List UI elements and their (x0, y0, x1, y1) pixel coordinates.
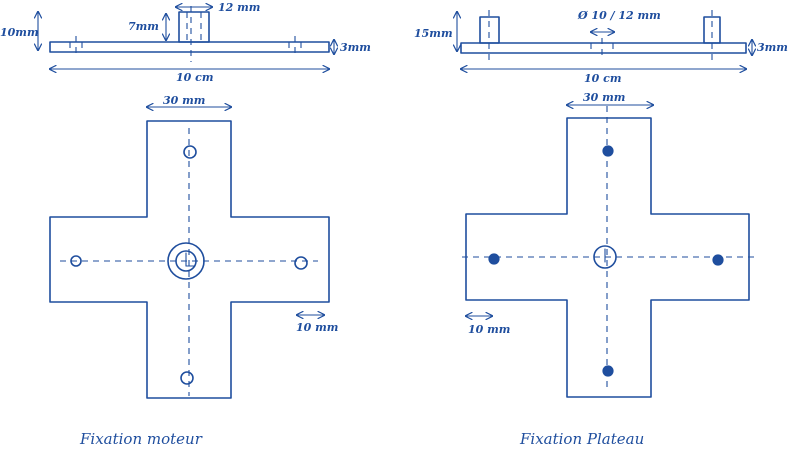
left-edge-offset-label: 10 mm (296, 321, 338, 334)
right-caption: Fixation Plateau (519, 430, 644, 448)
left-thickness-label: 3mm (340, 41, 371, 54)
right-edge-offset-label: 10 mm (468, 323, 510, 336)
left-motor-post (178, 11, 210, 43)
right-post-right (703, 16, 721, 44)
left-side-plate (49, 41, 330, 53)
left-height-label: 10mm (0, 26, 39, 39)
left-hole-left (70, 255, 82, 267)
right-side-plate (460, 42, 747, 54)
right-hole-right (712, 254, 724, 266)
right-arm-width-label: 30 mm (583, 91, 625, 104)
right-center-hole (593, 245, 617, 269)
left-arm-width-label: 30 mm (163, 94, 205, 107)
left-length-label: 10 cm (176, 71, 213, 84)
left-center-boss (167, 242, 205, 280)
left-side-view: 10mm 7mm 12 mm 3mm 10 cm (0, 1, 371, 84)
left-post-height-label: 7mm (128, 20, 159, 33)
right-side-view: 15mm Ø 10 / 12 mm 3mm 10 cm (414, 9, 788, 85)
left-post-width-label: 12 mm (218, 1, 260, 14)
right-hole-bottom (602, 365, 614, 377)
right-top-view: 30 mm 10 mm (462, 91, 756, 398)
right-thickness-label: 3mm (757, 41, 788, 54)
right-length-label: 10 cm (584, 72, 621, 85)
left-hole-right (294, 256, 308, 270)
left-top-view: 30 mm 10 mm (49, 94, 338, 399)
right-height-label: 15mm (414, 27, 453, 40)
right-post-left (479, 16, 500, 44)
right-hole-left (488, 253, 500, 265)
right-hole-label: Ø 10 / 12 mm (577, 9, 661, 22)
left-center-hole (175, 250, 197, 272)
left-hole-top (183, 145, 197, 159)
left-caption: Fixation moteur (79, 430, 203, 448)
left-cross-plate (49, 120, 330, 399)
right-cross-plate (465, 117, 750, 398)
right-hole-top (602, 145, 614, 157)
left-hole-bottom (180, 371, 194, 385)
